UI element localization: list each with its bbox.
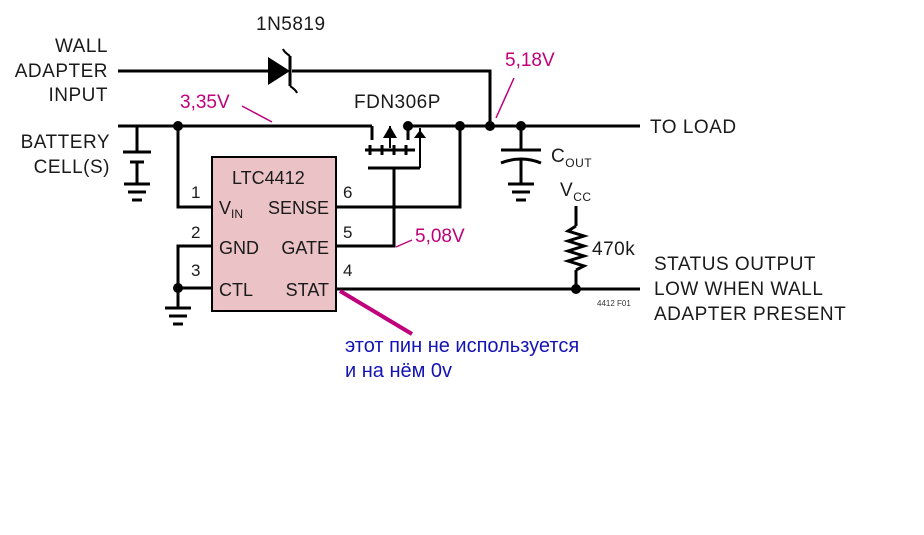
battery-label-line-1: BATTERY xyxy=(21,132,110,153)
annotation-stat-pointer xyxy=(338,289,414,336)
junction-source xyxy=(403,121,413,131)
junction-cap xyxy=(516,121,526,131)
pin-gnd-label: GND xyxy=(219,238,259,258)
pin-vin-label: VIN xyxy=(219,198,243,221)
ground-battery-icon xyxy=(124,182,150,202)
capacitor-cout xyxy=(500,148,542,165)
chip-title: LTC4412 xyxy=(232,168,305,188)
note-line-2: и на нём 0v xyxy=(345,360,452,382)
status-label-line-3: ADAPTER PRESENT xyxy=(654,304,846,325)
pin-2-number: 2 xyxy=(191,223,200,242)
annotation-leader-battery xyxy=(241,105,273,123)
resistor-label: 470k xyxy=(592,239,635,260)
wire-gate xyxy=(336,168,396,248)
wall-adapter-line-1: WALL xyxy=(55,36,108,57)
ground-chip-icon xyxy=(165,306,191,326)
annotation-v-battery: 3,35V xyxy=(180,92,230,113)
annotation-v-gate: 5,08V xyxy=(415,226,465,247)
mosfet-label: FDN306P xyxy=(354,92,441,113)
wall-adapter-line-3: INPUT xyxy=(49,85,109,106)
pin-3-number: 3 xyxy=(191,261,200,280)
junction-battery-vin xyxy=(173,121,183,131)
tiny-ref-label: 4412 F01 xyxy=(597,299,631,308)
junction-gnd xyxy=(173,283,183,293)
junction-sense xyxy=(455,121,465,131)
resistor-470k xyxy=(562,224,590,272)
to-load-label: TO LOAD xyxy=(650,117,737,138)
battery-symbol xyxy=(123,150,151,164)
wire-sense xyxy=(336,126,462,209)
pin-stat-label: STAT xyxy=(286,280,329,300)
pin-sense-label: SENSE xyxy=(268,198,329,218)
pin-6-number: 6 xyxy=(343,183,352,202)
junction-stat xyxy=(571,284,581,294)
pin-4-number: 4 xyxy=(343,261,352,280)
diode-label: 1N5819 xyxy=(256,14,326,35)
pin-gate-label: GATE xyxy=(281,238,329,258)
wire-vin xyxy=(176,126,212,209)
pin-ctl-label: CTL xyxy=(219,280,253,300)
pin-5-number: 5 xyxy=(343,223,352,242)
vcc-label: VCC xyxy=(560,180,592,204)
note-line-1: этот пин не используется xyxy=(345,335,579,357)
wall-adapter-line-2: ADAPTER xyxy=(15,61,108,82)
status-label-line-2: LOW WHEN WALL xyxy=(654,279,823,300)
status-label-line-1: STATUS OUTPUT xyxy=(654,254,816,275)
battery-label-line-2: CELL(S) xyxy=(34,157,110,178)
wire-diode-out xyxy=(292,69,492,126)
pin-1-number: 1 xyxy=(191,183,200,202)
ground-cap-icon xyxy=(508,182,534,202)
diode-1n5819 xyxy=(268,48,298,94)
cout-label: COUT xyxy=(551,146,592,170)
mosfet-fdn306p xyxy=(365,126,426,170)
annotation-leader-output xyxy=(495,77,515,119)
chip-ltc4412-body xyxy=(211,156,337,312)
annotation-v-output: 5,18V xyxy=(505,50,555,71)
annotation-leader-gate xyxy=(395,239,413,248)
junction-wall xyxy=(485,121,495,131)
